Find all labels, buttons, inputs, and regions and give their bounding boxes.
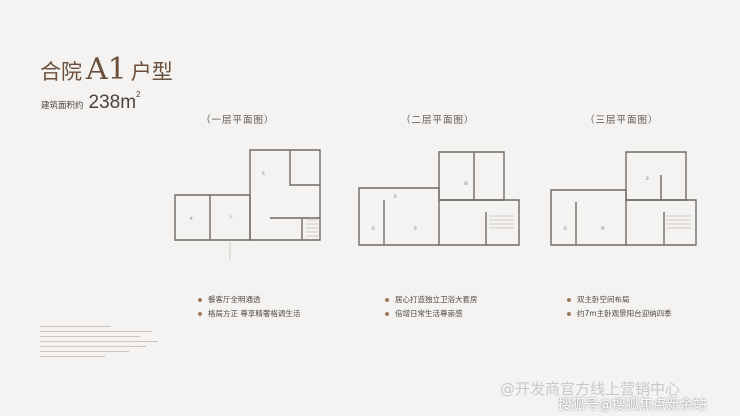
fine-print-notes (40, 322, 158, 361)
floor1-features: 餐客厅全明通透 格局方正 尊享精奢格调生活 (198, 293, 300, 321)
list-item: 格局方正 尊享精奢格调生活 (198, 307, 300, 321)
bullet-dot-icon (567, 298, 571, 302)
title-code: A1 (86, 52, 127, 87)
svg-text:B: B (372, 226, 375, 231)
floor1-title: （一层平面图） (201, 115, 275, 126)
list-item: 约7m主卧观景阳台迎纳四季 (567, 307, 672, 321)
svg-text:M: M (601, 226, 605, 231)
floor2-features: 居心打造独立卫浴大套房 倍增日常生活尊崇感 (385, 293, 478, 321)
watermark-source: 搜狐号@搜狐焦点新余站 (558, 397, 707, 413)
bullet-dot-icon (198, 312, 202, 316)
floor3-features: 双主卧空间布局 约7m主卧观景阳台迎纳四季 (567, 293, 672, 321)
floor1-plan: R K L (170, 140, 330, 265)
watermark-overlay: @开发商官方线上营销中心 (500, 380, 681, 398)
area-label: 建筑面积约 (41, 101, 84, 111)
bullet-dot-icon (385, 312, 389, 316)
list-item: 双主卧空间布局 (567, 293, 672, 307)
floor2-title: （二层平面图） (401, 115, 475, 126)
area-unit-sup: 2 (136, 90, 141, 99)
bullet-dot-icon (385, 298, 389, 302)
svg-text:B: B (394, 194, 397, 199)
svg-text:L: L (230, 214, 233, 219)
bullet-dot-icon (567, 312, 571, 316)
svg-text:B: B (414, 226, 417, 231)
svg-text:W: W (464, 181, 468, 186)
area-value: 238m2 (88, 90, 141, 114)
floor2-plan: B W B B (354, 150, 529, 250)
list-item: 居心打造独立卫浴大套房 (385, 293, 478, 307)
svg-text:R: R (262, 171, 265, 176)
svg-text:B: B (646, 176, 649, 181)
list-item: 倍增日常生活尊崇感 (385, 307, 478, 321)
title-prefix: 合院 (40, 60, 82, 84)
title-suffix: 户型 (130, 60, 173, 84)
floor3-plan: B B M (546, 150, 701, 250)
area-number: 238m (88, 92, 137, 113)
svg-text:B: B (564, 226, 567, 231)
bullet-dot-icon (198, 298, 202, 302)
floor3-title: （三层平面图） (585, 115, 659, 126)
area-info: 建筑面积约 238m2 (41, 90, 141, 114)
svg-text:K: K (190, 216, 193, 221)
plan-title: 合院 A1 户型 (40, 52, 173, 87)
list-item: 餐客厅全明通透 (198, 293, 300, 307)
